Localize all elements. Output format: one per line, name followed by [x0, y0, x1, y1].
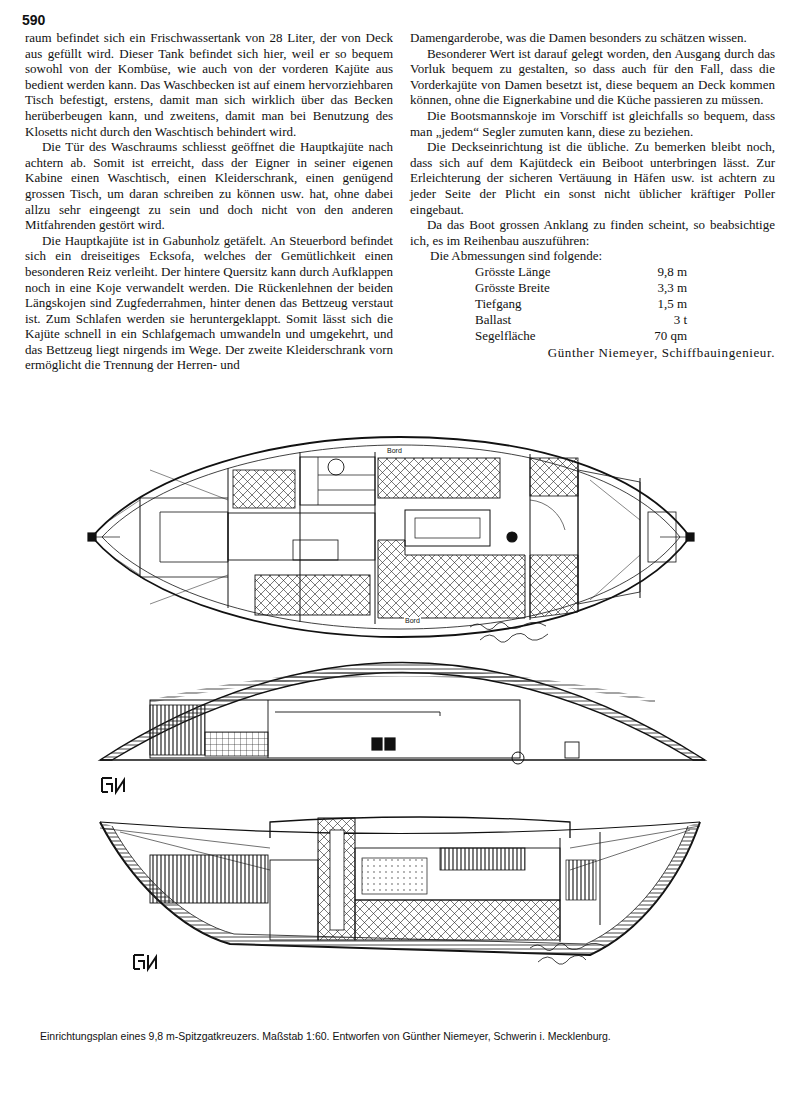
- hull-outline: [92, 437, 690, 637]
- figure-caption: Einrichtungsplan eines 9,8 m-Spitzgatkre…: [40, 1030, 785, 1042]
- door-panel: [330, 830, 344, 930]
- corner-sofa: [255, 575, 370, 615]
- berth-top: [378, 458, 500, 498]
- body-paragraph: Die Bootsmannskoje im Vorschiff ist glei…: [410, 108, 775, 139]
- body-paragraph: Besonderer Wert ist darauf gelegt worden…: [410, 46, 775, 108]
- cabin-side: [150, 700, 520, 758]
- saloon-floor: [228, 513, 375, 560]
- folding-step: [293, 540, 338, 560]
- fore-stripes: [566, 860, 596, 900]
- hatch-block: [372, 738, 382, 750]
- chain-locker: [648, 512, 676, 562]
- page-number: 590: [22, 12, 45, 28]
- cabin-trunk: [270, 817, 570, 838]
- table-cell: Grösste Länge: [475, 264, 635, 280]
- fore-bulkhead: [560, 832, 600, 942]
- companionway: [318, 818, 355, 940]
- plan-label: Bord: [386, 447, 403, 454]
- gn-logo: [102, 778, 124, 792]
- stem-fitting: [686, 533, 694, 541]
- dimension-table: Grösste Länge9,8 mGrösste Breite3,3 mTie…: [475, 264, 775, 344]
- wash-room-dividers: [318, 457, 375, 505]
- hull-section: [100, 822, 700, 955]
- centre-line: [96, 537, 686, 538]
- body-paragraph: raum befindet sich ein Frischwassertank …: [25, 30, 393, 139]
- cabin-grid: [205, 732, 268, 756]
- bulkhead-lines: [140, 452, 640, 624]
- sheer-line: [100, 822, 700, 834]
- galley-block: [270, 860, 318, 940]
- fore-berths: [530, 555, 578, 618]
- body-paragraph: Damengarderobe, was die Damen besonders …: [410, 30, 775, 46]
- stern-fitting: [88, 533, 96, 541]
- cabin-stripes: [150, 705, 205, 755]
- table-cell: 3,3 m: [635, 280, 687, 296]
- hull-plank-fill: [100, 822, 700, 955]
- saloon-back: [355, 848, 560, 900]
- baseline: [100, 759, 705, 761]
- body-paragraph: Die Tür des Waschraums schliesst geöffne…: [25, 139, 393, 233]
- mast-step: [507, 532, 517, 542]
- cabin-top-view: [100, 663, 705, 793]
- table-cell: 3 t: [635, 312, 687, 328]
- upholstery: [362, 858, 427, 894]
- text-column: raum befindet sich ein Frischwassertank …: [25, 30, 393, 373]
- deck-edge: [102, 445, 680, 629]
- cockpit-seats: [140, 498, 228, 577]
- body-paragraph: Die Abmessungen sind folgende:: [410, 248, 775, 264]
- berth-bottom: [378, 540, 525, 618]
- winch: [512, 752, 524, 764]
- bollard: [565, 742, 579, 758]
- wash-room: [300, 457, 375, 505]
- table-cell: Segelfläche: [475, 328, 635, 344]
- text-column: Damengarderobe, was die Damen besonders …: [410, 30, 775, 361]
- cabin-lines: [268, 700, 440, 758]
- deck-hatch-band: [150, 670, 655, 703]
- saloon-table: [405, 510, 490, 546]
- table-cell: 9,8 m: [635, 264, 687, 280]
- table-cell: Grösste Breite: [475, 280, 635, 296]
- wardrobe: [530, 458, 578, 496]
- table-cell: 70 qm: [635, 328, 687, 344]
- forepeak: [578, 470, 640, 604]
- door-swing: [530, 500, 565, 530]
- deck-plan: [88, 437, 694, 642]
- wash-basin: [328, 459, 344, 475]
- hatch-block: [385, 738, 395, 750]
- table-leaf: [415, 518, 480, 538]
- aft-bulkhead-stripes: [150, 855, 268, 903]
- aft-locker: [233, 470, 295, 508]
- plan-label: Bord: [404, 617, 421, 624]
- table-cell: Ballast: [475, 312, 635, 328]
- signature-2: [530, 943, 606, 964]
- bookshelf: [440, 848, 525, 870]
- body-paragraph: Die Deckseinrichtung ist die übliche. Zu…: [410, 139, 775, 217]
- forepeak-hatch: [590, 480, 640, 600]
- table-cell: Tiefgang: [475, 296, 635, 312]
- signature-1: [470, 622, 548, 642]
- longitudinal-section: [100, 817, 700, 969]
- body-paragraph: Die Hauptkajüte ist in Gabunholz getäfel…: [25, 233, 393, 373]
- gn-logo: [134, 955, 156, 969]
- berth-front: [355, 900, 560, 940]
- diagonal-hatch: [110, 470, 228, 604]
- cabin-top-hatch: [100, 663, 705, 761]
- table-cell: 1,5 m: [635, 296, 687, 312]
- author-signature: Günther Niemeyer, Schiffbauingenieur.: [410, 345, 775, 361]
- body-paragraph: Da das Boot grossen Anklang zu finden sc…: [410, 217, 775, 248]
